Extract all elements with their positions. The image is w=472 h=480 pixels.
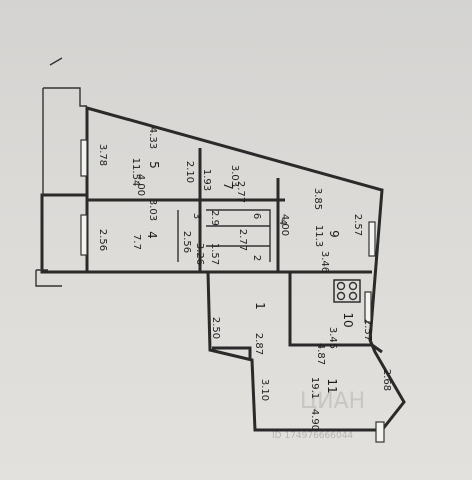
room-11-width: 4.90 [309, 409, 320, 431]
room-10-number: 10 [341, 312, 355, 327]
watermark-id: ID 174976666044 [272, 431, 353, 441]
room-9-area: 11.3 [313, 225, 324, 247]
room-10-length: 3.45 [327, 327, 338, 349]
room-3-width: 1.57 [209, 243, 220, 265]
room-5-width: 4.33 [147, 127, 158, 149]
room-7-number: 7 [221, 182, 235, 190]
room-7-width: 3.03 [229, 165, 240, 187]
room-5-side: 3.78 [97, 144, 108, 166]
room-4-inner-side: 2.56 [181, 231, 192, 253]
corridor-mark: 4 [277, 219, 288, 225]
room-10-bottom: 4.87 [315, 343, 326, 365]
room-1-width: 2.87 [253, 333, 264, 355]
room-5-area: 11.54 [130, 158, 141, 187]
room-9-inner-side: 4.00 [279, 214, 290, 236]
room-9-side: 2.57 [352, 214, 363, 236]
room-11-area: 19.1 [309, 377, 320, 399]
room-9-length: 3.46 [319, 251, 330, 273]
watermark-brand: ЦИАН [300, 389, 365, 414]
window-room-9 [368, 221, 376, 257]
room-4-width: 3.03 [147, 199, 158, 221]
watermark: ЦИАН ID 174976666044 [272, 389, 365, 441]
stove-icon [333, 279, 361, 303]
room-4-number: 4 [145, 231, 159, 239]
room-7-inner-side: 2.10 [184, 161, 195, 183]
window-room-4 [80, 214, 88, 256]
room-11-diag: 2.68 [381, 369, 392, 391]
windows [80, 139, 385, 443]
window-room-10 [364, 291, 372, 323]
room-5-number: 5 [147, 161, 161, 169]
room-11-number: 11 [325, 378, 339, 393]
interior-walls [85, 108, 383, 360]
room-9-number: 9 [327, 230, 341, 238]
room-1-side: 2.50 [210, 317, 221, 339]
room-7-side: 1.93 [201, 169, 212, 191]
room-6-area: 2.9 [209, 210, 220, 226]
room-6-number: 6 [251, 213, 262, 219]
room-1-number: 1 [253, 302, 267, 310]
room-3-area: 3.26 [194, 243, 205, 265]
room-3-number: 3 [191, 213, 202, 219]
window-room-11 [375, 421, 385, 443]
room-10-side: 2.57 [362, 319, 373, 341]
outer-walls [35, 57, 406, 432]
window-room-5 [80, 139, 88, 177]
bath-mark: 2 [251, 255, 262, 261]
room-9-width: 3.85 [312, 188, 323, 210]
room-7-length: 2.77 [235, 181, 246, 203]
room-5-length: 4.00 [135, 174, 146, 196]
room-4-side: 2.56 [97, 229, 108, 251]
room-6-width: 2.77 [237, 229, 248, 251]
room-4-area: 7.7 [131, 234, 142, 250]
room-11-side: 3.10 [259, 379, 270, 401]
